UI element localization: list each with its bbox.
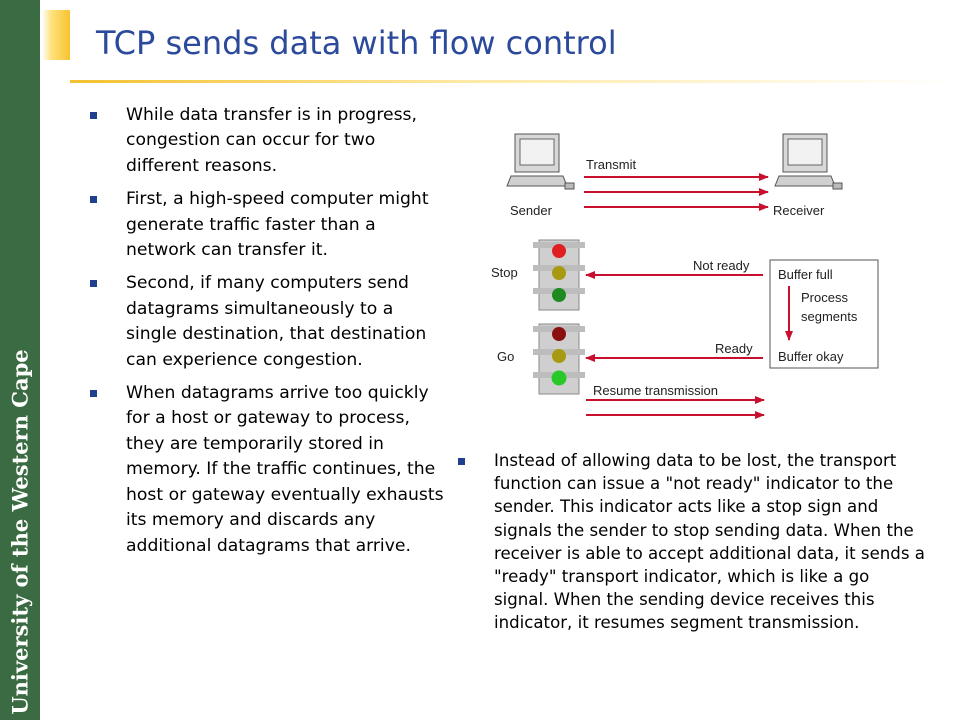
stop-traffic-light-icon	[533, 239, 585, 311]
bullet-square-icon	[90, 196, 97, 204]
bullet-text: Second, if many computers send datagrams…	[126, 273, 427, 370]
segments-label: segments	[801, 309, 858, 324]
bullet-item: Instead of allowing data to be lost, the…	[458, 449, 928, 635]
bullet-square-icon	[90, 112, 97, 119]
title-accent-block	[42, 10, 70, 60]
sidebar-university-name: University of the Western Cape	[7, 349, 33, 715]
stop-label: Stop	[491, 265, 518, 280]
sender-label: Sender	[510, 203, 553, 218]
left-bullet-list: While data transfer is in progress, cong…	[90, 103, 446, 567]
sidebar: University of the Western Cape	[0, 0, 40, 720]
bullet-square-icon	[90, 280, 97, 288]
process-label: Process	[801, 290, 848, 305]
transmit-label: Transmit	[586, 157, 636, 172]
go-label: Go	[497, 349, 514, 364]
flow-control-diagram: Transmit Sender Receiver Stop Not ready …	[491, 133, 879, 419]
sender-computer-icon	[506, 133, 575, 190]
right-bullet-list: Instead of allowing data to be lost, the…	[458, 449, 928, 643]
slide-title: TCP sends data with flow control	[96, 24, 617, 62]
go-traffic-light-icon	[533, 323, 585, 395]
receiver-computer-icon	[774, 133, 843, 190]
buffer-full-label: Buffer full	[778, 267, 833, 282]
bullet-text: When datagrams arrive too quickly for a …	[126, 383, 444, 556]
bullet-square-icon	[458, 458, 465, 465]
bullet-item: When datagrams arrive too quickly for a …	[90, 381, 446, 559]
bullet-item: Second, if many computers send datagrams…	[90, 271, 446, 373]
buffer-okay-label: Buffer okay	[778, 349, 844, 364]
bullet-text: First, a high-speed computer might gener…	[126, 189, 429, 261]
bullet-text: Instead of allowing data to be lost, the…	[494, 451, 925, 633]
bullet-square-icon	[90, 390, 97, 398]
bullet-item: While data transfer is in progress, cong…	[90, 103, 446, 179]
title-underline	[70, 80, 960, 83]
resume-transmission-label: Resume transmission	[593, 383, 718, 398]
ready-label: Ready	[715, 341, 753, 356]
receiver-label: Receiver	[773, 203, 825, 218]
bullet-text: While data transfer is in progress, cong…	[126, 105, 417, 176]
bullet-item: First, a high-speed computer might gener…	[90, 187, 446, 263]
not-ready-label: Not ready	[693, 258, 750, 273]
